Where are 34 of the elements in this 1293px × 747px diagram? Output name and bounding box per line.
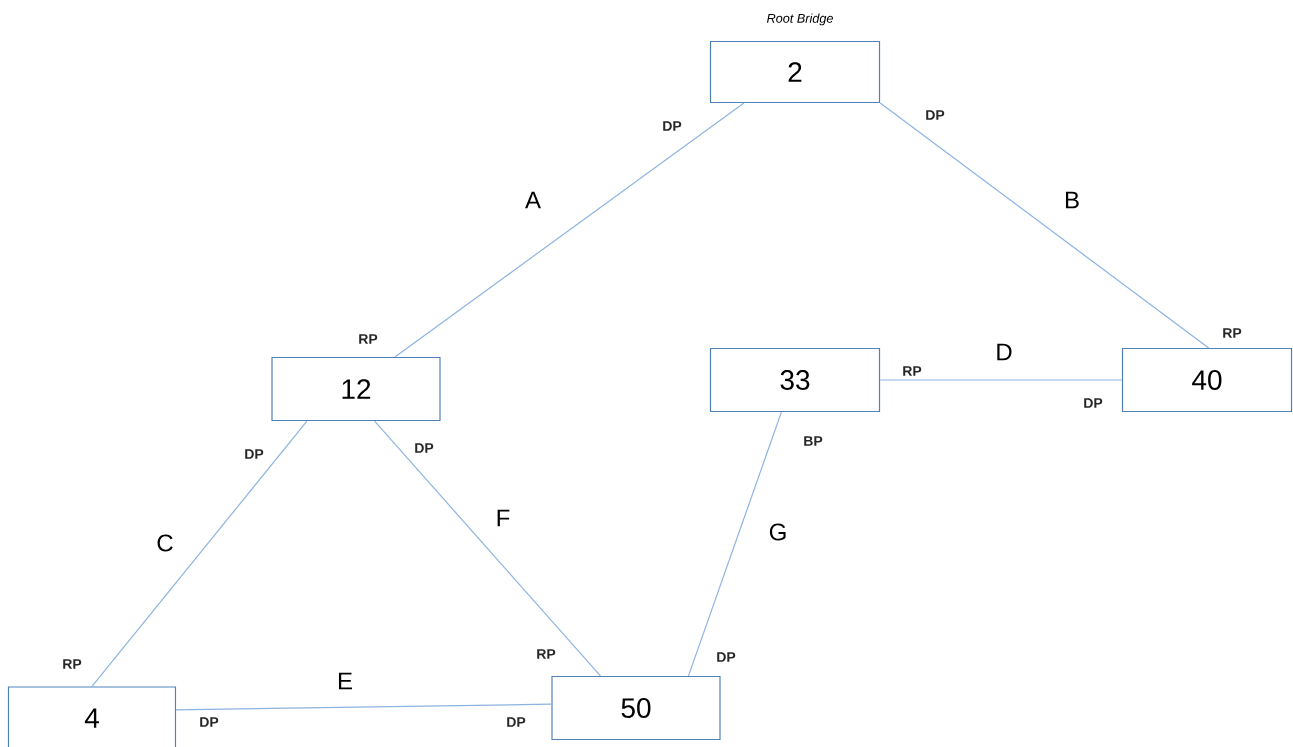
port-label: DP (1084, 398, 1103, 408)
link-letter: E (338, 672, 352, 690)
port-label: BP (804, 436, 823, 446)
port-label: DP (717, 652, 736, 662)
link-line (374, 420, 602, 677)
link-letter: A (525, 191, 541, 209)
link-letter: D (997, 343, 1012, 361)
link-line (687, 411, 782, 677)
link-line (175, 703, 552, 711)
port-label: DP (663, 121, 682, 131)
port-label: DP (507, 717, 526, 727)
port-label: DP (415, 443, 434, 453)
link-line (879, 102, 1210, 349)
link-letter: C (157, 534, 173, 552)
port-label: DP (200, 717, 219, 727)
switch-box: 2 (709, 40, 881, 104)
switch-box: 4 (7, 686, 177, 747)
port-label: RP (63, 659, 82, 669)
link-letter: G (769, 523, 786, 541)
switch-box: 12 (271, 356, 441, 422)
switch-box: 50 (551, 675, 721, 741)
port-label: RP (537, 649, 556, 659)
port-label: DP (926, 110, 945, 120)
link-line (879, 379, 1123, 381)
link-line (91, 420, 308, 687)
switch-box: 33 (709, 347, 881, 413)
port-label: RP (359, 334, 378, 344)
link-letter: B (1065, 191, 1079, 209)
port-label: DP (245, 449, 264, 459)
node-caption: Root Bridge (766, 13, 833, 26)
link-letter: F (497, 509, 510, 527)
switch-box: 40 (1121, 347, 1293, 413)
port-label: RP (903, 366, 922, 376)
link-line (394, 102, 745, 358)
